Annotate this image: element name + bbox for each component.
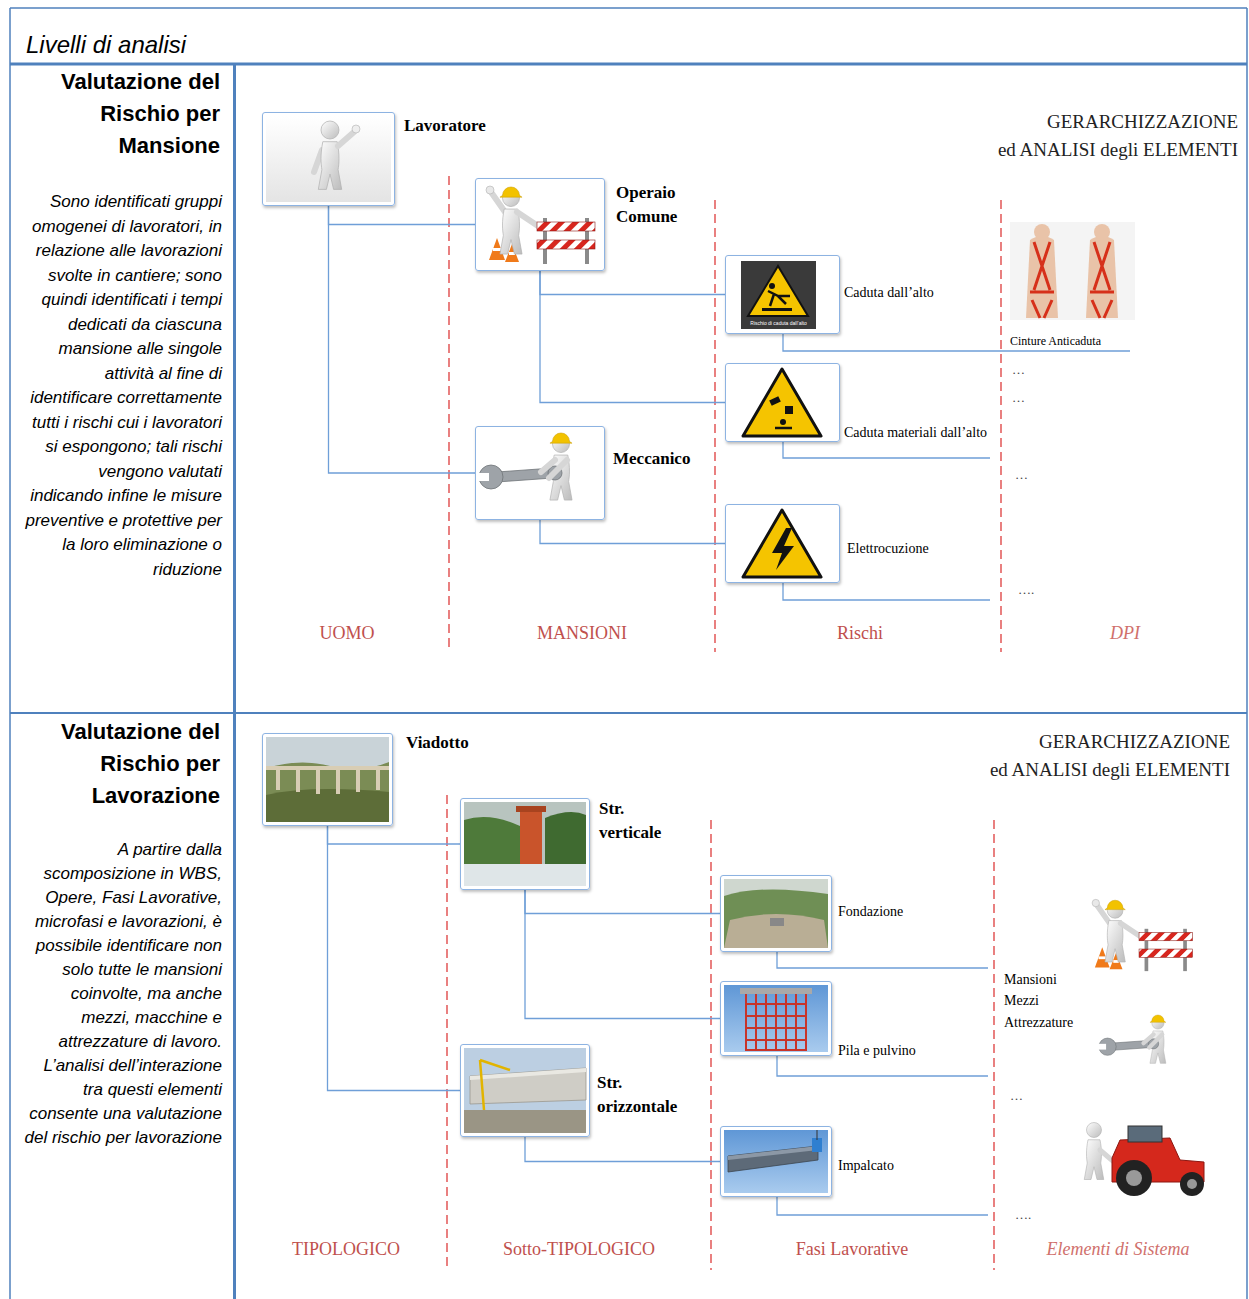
worker-figure	[266, 116, 391, 202]
deck-photo	[464, 1048, 586, 1133]
node-label: Str. orizzontale	[597, 1071, 687, 1119]
connector	[540, 271, 725, 295]
ellipsis: …	[1012, 362, 1025, 377]
section-title: Livelli di analisi	[26, 30, 186, 60]
node-label: Meccanico	[613, 447, 690, 471]
column-label: DPI	[1015, 622, 1235, 644]
connector	[525, 1137, 720, 1162]
frame-lines	[10, 8, 1247, 1299]
ellipsis: ….	[1015, 1207, 1031, 1222]
viaduct-photo	[266, 737, 389, 822]
dpi-label: Cinture Anticaduta	[1010, 334, 1101, 348]
connector	[525, 890, 720, 1019]
image-box: Elettrocuzione	[725, 504, 840, 583]
node-label: Viadotto	[406, 731, 469, 755]
image-box: Pila e pulvino	[720, 981, 832, 1056]
node-label: Pila e pulvino	[838, 1042, 916, 1060]
image-box: Str. verticale	[460, 798, 590, 890]
image-box: Operaio Comune	[475, 178, 605, 271]
column-label: MANSIONI	[472, 622, 692, 644]
laborer-figure	[1092, 899, 1192, 971]
laborer-figure	[486, 186, 595, 264]
row-description: A partire dalla scomposizione in WBS, Op…	[24, 838, 222, 1150]
node-label: Lavoratore	[404, 114, 486, 138]
tractor-figure	[1084, 1123, 1204, 1197]
node-label: Impalcato	[838, 1157, 894, 1175]
mechanic-figure	[477, 433, 572, 500]
ellipsis: …	[1015, 467, 1028, 482]
hierarchy-title: ed ANALISI degli ELEMENTI	[990, 758, 1230, 782]
column-label: TIPOLOGICO	[236, 1238, 456, 1260]
column-label: UOMO	[237, 622, 457, 644]
system-element-label: Mezzi	[1004, 993, 1039, 1009]
ellipsis: …	[1010, 1088, 1023, 1103]
column-label: Sotto-TIPOLOGICO	[469, 1238, 689, 1260]
system-element-label: Mansioni	[1004, 972, 1057, 988]
pier-photo	[464, 802, 586, 886]
scaffold-photo	[724, 985, 828, 1052]
image-box: Str. orizzontale	[460, 1044, 590, 1137]
column-label: Fasi Lavorative	[742, 1238, 962, 1260]
node-label: Fondazione	[838, 903, 903, 921]
image-box: Caduta materiali dall’alto	[725, 363, 840, 442]
connector	[525, 890, 720, 914]
column-label: Rischi	[750, 622, 970, 644]
ellipsis: …	[1012, 390, 1025, 405]
column-dividers	[447, 176, 1001, 1270]
connector	[329, 206, 476, 225]
image-box: Viadotto	[262, 733, 393, 826]
hierarchy-title: GERARCHIZZAZIONE	[1047, 110, 1238, 134]
row-heading: Valutazione del Rischio per Mansione	[20, 66, 220, 162]
connector	[540, 271, 725, 403]
ellipsis: ….	[1018, 582, 1034, 597]
row-heading: Valutazione del Rischio per Lavorazione	[20, 716, 220, 812]
harness-illustration	[1010, 222, 1135, 320]
node-label: Operaio Comune	[616, 181, 696, 229]
connector	[328, 826, 461, 1091]
system-element-label: Attrezzature	[1004, 1015, 1073, 1031]
connector	[329, 206, 476, 473]
foundation-photo	[724, 879, 828, 948]
sign-caption: Rischio di caduta dall’alto	[741, 320, 816, 326]
row-description: Sono identificati gruppi omogenei di lav…	[24, 190, 222, 582]
column-label: Elementi di Sistema	[1008, 1238, 1228, 1260]
node-label: Caduta materiali dall’alto	[844, 424, 987, 442]
image-box: Lavoratore	[262, 112, 395, 206]
node-label: Caduta dall’alto	[844, 284, 934, 302]
electrocution-sign	[743, 510, 821, 577]
connector	[540, 520, 725, 544]
node-label: Str. verticale	[599, 797, 689, 845]
falling-objects-sign	[743, 369, 821, 436]
girder-photo	[724, 1130, 828, 1193]
hierarchy-title: ed ANALISI degli ELEMENTI	[998, 138, 1238, 162]
mechanic-figure	[1097, 1015, 1165, 1063]
image-box: Meccanico	[475, 426, 605, 520]
hierarchy-title: GERARCHIZZAZIONE	[1039, 730, 1230, 754]
image-box: Impalcato	[720, 1126, 832, 1197]
image-box: Fondazione	[720, 875, 832, 952]
connector	[328, 826, 461, 844]
fall-sign	[741, 261, 816, 329]
node-label: Elettrocuzione	[847, 540, 929, 558]
